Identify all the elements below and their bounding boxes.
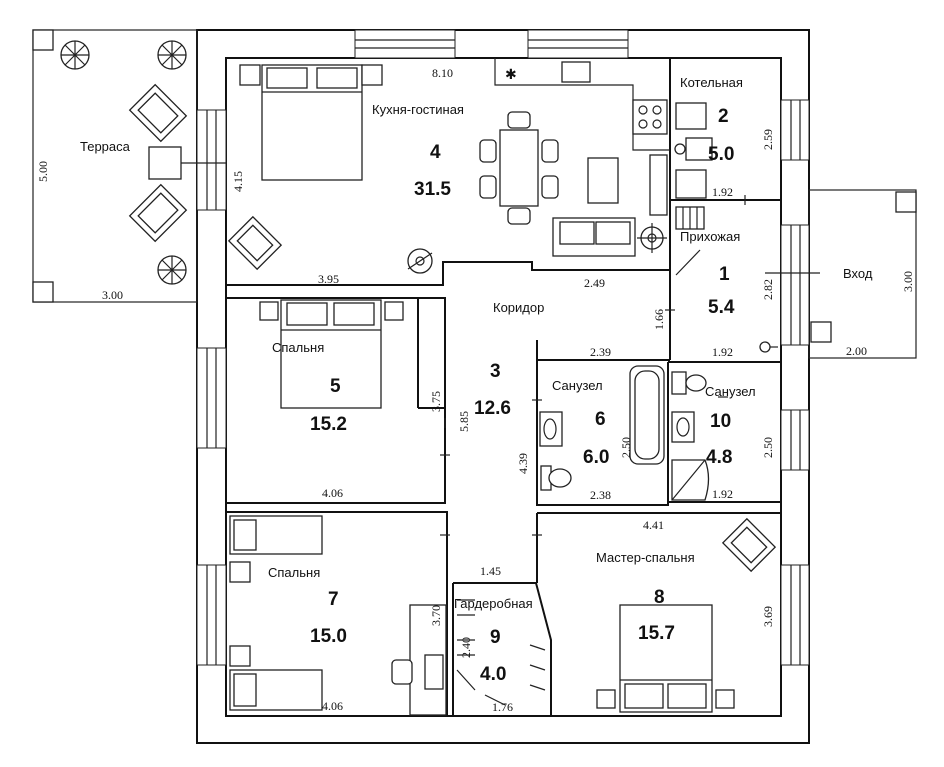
bedroom5-furniture bbox=[259, 299, 404, 409]
dim-bedroom7-bottom: 4.06 bbox=[322, 699, 343, 713]
bedroom7-furniture bbox=[229, 515, 447, 716]
room-name-corridor: Коридор bbox=[493, 300, 544, 315]
dim-corridor-wall: 2.39 bbox=[590, 345, 611, 359]
room-name-entrance: Прихожая bbox=[680, 229, 740, 244]
plant-icon bbox=[157, 40, 187, 70]
kitchen-furniture: ✱ bbox=[227, 58, 670, 274]
terrace-furniture bbox=[32, 29, 226, 303]
dim-bedroom5-right: 3.75 bbox=[429, 391, 443, 412]
room-number-corridor: 3 bbox=[490, 361, 501, 382]
dim-wardrobe-left: 2.40 bbox=[459, 637, 473, 658]
dim-bath6-right: 2.50 bbox=[619, 437, 633, 458]
room-number-bath10: 10 bbox=[710, 411, 731, 432]
room-number-bath6: 6 bbox=[595, 409, 606, 430]
label-terrace: Терраса bbox=[80, 139, 131, 154]
room-area-boiler: 5.0 bbox=[708, 144, 734, 165]
room-area-kitchen: 31.5 bbox=[414, 179, 451, 200]
dim-kitchen-top: 8.10 bbox=[432, 66, 453, 80]
lamp-icon bbox=[407, 248, 433, 274]
room-name-kitchen: Кухня-гостиная bbox=[372, 102, 464, 117]
dim-bedroom5-bottom: 4.06 bbox=[322, 486, 343, 500]
armchair-icon bbox=[128, 183, 188, 243]
room-number-entrance: 1 bbox=[719, 264, 730, 285]
room-name-wardrobe: Гардеробная bbox=[454, 596, 533, 611]
room-name-bedroom7: Спальня bbox=[268, 565, 320, 580]
dim-bath6-left: 4.39 bbox=[516, 453, 530, 474]
room-number-boiler: 2 bbox=[718, 106, 729, 127]
dim-entrance-left: 1.66 bbox=[652, 309, 666, 330]
dimensions: 8.10 4.15 3.95 2.49 2.59 1.92 1.66 2.82 … bbox=[36, 66, 915, 714]
room-area-corridor: 12.6 bbox=[474, 398, 511, 419]
room-number-kitchen: 4 bbox=[430, 142, 441, 163]
table-icon bbox=[148, 146, 182, 180]
dim-master-top: 4.41 bbox=[643, 518, 664, 532]
dim-terrace-bottom: 3.00 bbox=[102, 288, 123, 302]
dim-corridor-len: 5.85 bbox=[457, 411, 471, 432]
armchair-icon bbox=[128, 83, 188, 143]
dim-porch-bottom: 2.00 bbox=[846, 344, 867, 358]
washbasin-icon bbox=[539, 411, 563, 447]
entrance-furniture bbox=[675, 191, 917, 353]
chair-icon bbox=[391, 659, 413, 685]
dim-porch-right: 3.00 bbox=[901, 271, 915, 292]
armchair-icon bbox=[721, 517, 777, 573]
interior-walls bbox=[226, 58, 781, 716]
dim-kitchen-bottom: 3.95 bbox=[318, 272, 339, 286]
fridge-icon: ✱ bbox=[505, 66, 517, 82]
lamp-icon bbox=[637, 223, 667, 253]
plant-icon bbox=[157, 255, 187, 285]
label-entry: Вход bbox=[843, 266, 873, 281]
room-number-bedroom5: 5 bbox=[330, 376, 341, 397]
dim-wardrobe-bottom: 1.76 bbox=[492, 700, 513, 714]
door-marks bbox=[440, 309, 728, 536]
plant-icon bbox=[60, 40, 90, 70]
bath6-furniture bbox=[539, 365, 665, 491]
toilet-icon bbox=[540, 465, 572, 491]
dim-master-right: 3.69 bbox=[761, 606, 775, 627]
boiler-furniture bbox=[674, 102, 746, 205]
dim-kitchen-right-bottom: 2.49 bbox=[584, 276, 605, 290]
dim-bedroom7-right: 3.70 bbox=[429, 605, 443, 626]
room-name-bedroom5: Спальня bbox=[272, 340, 324, 355]
cooktop-icon bbox=[632, 99, 668, 135]
room-area-master: 15.7 bbox=[638, 623, 675, 644]
room-name-boiler: Котельная bbox=[680, 75, 743, 90]
key-icon bbox=[759, 341, 778, 353]
room-area-bedroom7: 15.0 bbox=[310, 626, 347, 647]
room-number-master: 8 bbox=[654, 587, 665, 608]
room-area-wardrobe: 4.0 bbox=[480, 664, 506, 685]
dim-entrance-right: 2.82 bbox=[761, 279, 775, 300]
dim-kitchen-left: 4.15 bbox=[231, 171, 245, 192]
room-area-bath10: 4.8 bbox=[706, 447, 732, 468]
room-area-bedroom5: 15.2 bbox=[310, 414, 347, 435]
room-number-wardrobe: 9 bbox=[490, 627, 501, 648]
room-name-master: Мастер-спальня bbox=[596, 550, 695, 565]
dim-bath6-bottom: 2.38 bbox=[590, 488, 611, 502]
room-area-entrance: 5.4 bbox=[708, 297, 735, 318]
dim-bath10-right: 2.50 bbox=[761, 437, 775, 458]
room-name-bath6: Санузел bbox=[552, 378, 603, 393]
wardrobe-furniture bbox=[456, 599, 546, 706]
dim-terrace-left: 5.00 bbox=[36, 161, 50, 182]
room-area-bath6: 6.0 bbox=[583, 447, 609, 468]
dim-boiler-right: 2.59 bbox=[761, 129, 775, 150]
dim-boiler-bottom: 1.92 bbox=[712, 185, 733, 199]
windows bbox=[196, 29, 810, 666]
dim-bath10-bottom: 1.92 bbox=[712, 487, 733, 501]
room-name-bath10: Санузел bbox=[705, 384, 756, 399]
bath10-furniture bbox=[671, 371, 710, 501]
master-furniture bbox=[596, 517, 777, 713]
dining-table bbox=[499, 129, 539, 207]
dim-corridor-bottom: 1.45 bbox=[480, 564, 501, 578]
sink-icon bbox=[561, 61, 591, 83]
dim-entrance-bottom: 1.92 bbox=[712, 345, 733, 359]
room-number-bedroom7: 7 bbox=[328, 589, 339, 610]
